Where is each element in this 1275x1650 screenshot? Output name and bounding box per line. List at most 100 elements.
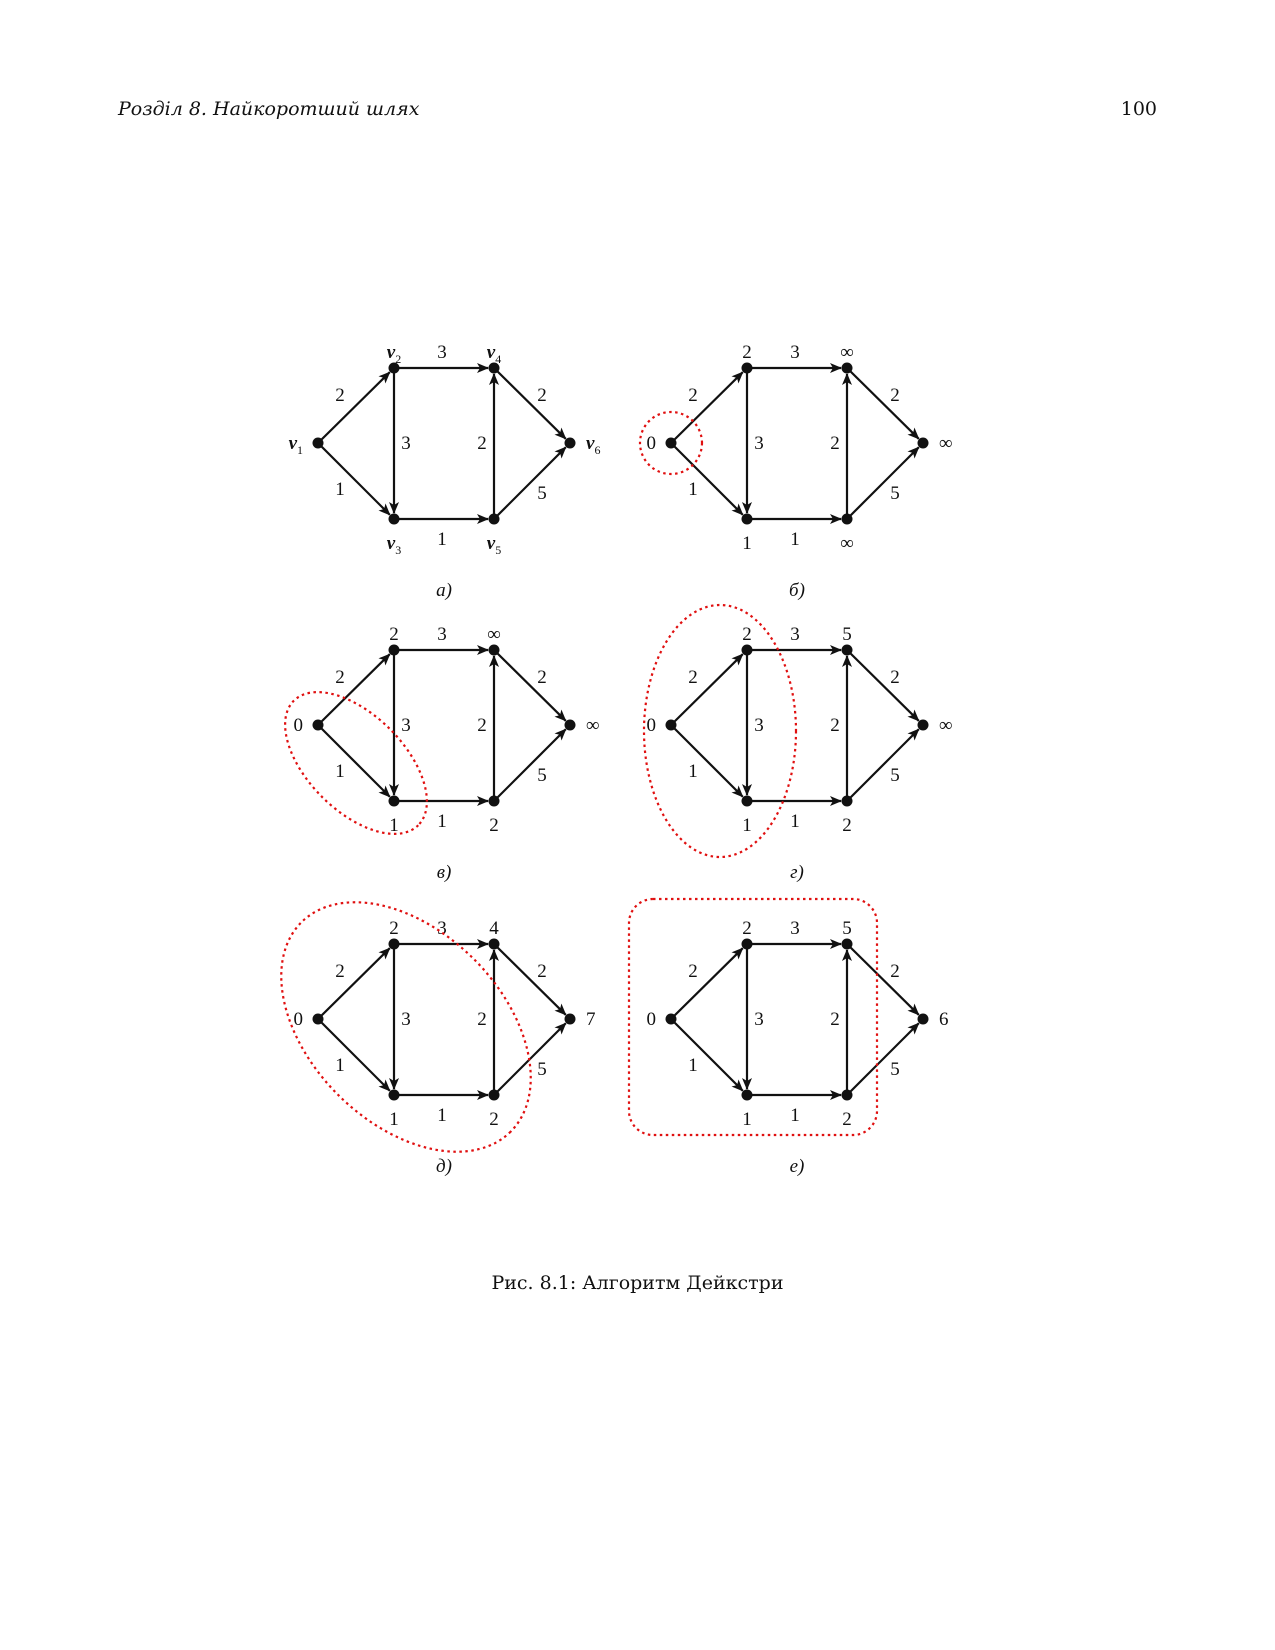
edge-weight-label: 2 [335, 961, 345, 982]
visited-set-outline [284, 691, 428, 835]
graph-node-v1 [312, 719, 324, 731]
node-label-v1: 0 [647, 1009, 657, 1030]
edge-weight-label: 5 [890, 765, 900, 786]
edge-v1-v2 [317, 653, 391, 726]
node-label-v1: v1 [289, 433, 303, 457]
node-label-v4: 5 [842, 918, 852, 939]
node-label-v1: 0 [294, 1009, 304, 1030]
edge-weight-label: 2 [477, 1009, 487, 1030]
edge-v1-v2 [670, 371, 744, 444]
edge-v5-v6 [846, 446, 920, 520]
page-number: 100 [1120, 98, 1157, 120]
edge-v1-v2 [670, 653, 744, 726]
edge-v5-v6 [493, 728, 567, 802]
visited-set-outline [280, 901, 532, 1153]
node-label-v4: 4 [489, 918, 499, 939]
panels-layer: 21331225v1v2v3v4v5v6а)21331225021∞∞∞б)21… [280, 342, 953, 1177]
node-label-v2: v2 [387, 342, 401, 366]
node-label-v2: 2 [389, 624, 399, 645]
edge-weight-label: 2 [890, 667, 900, 688]
node-subscript: 1 [297, 443, 303, 457]
node-label-v3: 1 [742, 533, 752, 554]
edge-weight-label: 2 [688, 961, 698, 982]
node-label-v1: 0 [647, 715, 657, 736]
graph-node-v4 [488, 938, 500, 950]
node-label-v5: 2 [842, 815, 852, 836]
graph-node-v6 [917, 437, 929, 449]
graph-node-v3 [741, 795, 753, 807]
graph-node-v5 [488, 1089, 500, 1101]
node-label-v5: v5 [487, 533, 501, 557]
edge-weight-label: 2 [688, 667, 698, 688]
visited-set-outline [638, 410, 704, 476]
graph-node-v5 [841, 513, 853, 525]
graph-node-v2 [741, 644, 753, 656]
edge-weight-label: 2 [477, 433, 487, 454]
node-label-v2: 2 [742, 918, 752, 939]
edge-weight-label: 3 [790, 624, 800, 645]
edge-v1-v3 [317, 1018, 391, 1092]
edge-weight-label: 2 [537, 385, 547, 406]
graph-node-v4 [841, 644, 853, 656]
graph-node-v2 [388, 938, 400, 950]
graph-node-v5 [488, 513, 500, 525]
node-label-v6: ∞ [586, 715, 600, 736]
edge-weight-label: 1 [335, 1055, 345, 1076]
graph-node-v3 [388, 513, 400, 525]
graph-node-v6 [564, 719, 576, 731]
edge-weight-label: 3 [437, 624, 447, 645]
edge-weight-label: 3 [754, 715, 764, 736]
edge-v1-v3 [670, 724, 744, 798]
edge-weight-label: 1 [688, 1055, 698, 1076]
edge-weight-label: 5 [537, 765, 547, 786]
edge-weight-label: 2 [335, 385, 345, 406]
edge-weight-label: 2 [688, 385, 698, 406]
graph-node-v4 [488, 644, 500, 656]
graph-node-v5 [841, 1089, 853, 1101]
graph-node-v2 [388, 644, 400, 656]
node-label-v5: 2 [842, 1109, 852, 1130]
edge-weight-label: 1 [437, 811, 447, 832]
node-label-v3: 1 [389, 1109, 399, 1130]
edge-weight-label: 3 [437, 918, 447, 939]
node-label-v6: 6 [939, 1009, 949, 1030]
graph-node-v3 [741, 513, 753, 525]
edge-v4-v6 [846, 649, 920, 722]
edge-weight-label: 3 [401, 433, 411, 454]
edge-v4-v6 [846, 367, 920, 440]
edge-weight-label: 1 [437, 529, 447, 550]
edge-v4-v6 [493, 367, 567, 440]
edge-weight-label: 2 [830, 1009, 840, 1030]
graph-node-v2 [388, 362, 400, 374]
graph-node-v1 [312, 1013, 324, 1025]
node-label-v3: 1 [389, 815, 399, 836]
edge-weight-label: 2 [890, 385, 900, 406]
node-label-v2: 2 [742, 624, 752, 645]
node-label-v4: v4 [487, 342, 501, 366]
node-label-v6: ∞ [939, 715, 953, 736]
node-label-v6: 7 [586, 1009, 596, 1030]
node-label-v3: 1 [742, 815, 752, 836]
visited-set-outline [627, 897, 879, 1137]
node-label-v6: ∞ [939, 433, 953, 454]
node-label-v2: 2 [389, 918, 399, 939]
figure-caption: Рис. 8.1: Алгоритм Дейкстри [491, 1272, 784, 1294]
node-label-v4: 5 [842, 624, 852, 645]
edge-v1-v2 [670, 947, 744, 1020]
edge-weight-label: 2 [830, 715, 840, 736]
edge-v1-v3 [670, 1018, 744, 1092]
edge-weight-label: 3 [790, 342, 800, 363]
edge-weight-label: 2 [890, 961, 900, 982]
node-label-v6: v6 [586, 433, 600, 457]
graph-node-v4 [841, 938, 853, 950]
edge-weight-label: 3 [754, 1009, 764, 1030]
edge-v1-v3 [317, 724, 391, 798]
node-label-v3: 1 [742, 1109, 752, 1130]
node-label-v4: ∞ [840, 342, 854, 363]
edge-weight-label: 5 [537, 483, 547, 504]
